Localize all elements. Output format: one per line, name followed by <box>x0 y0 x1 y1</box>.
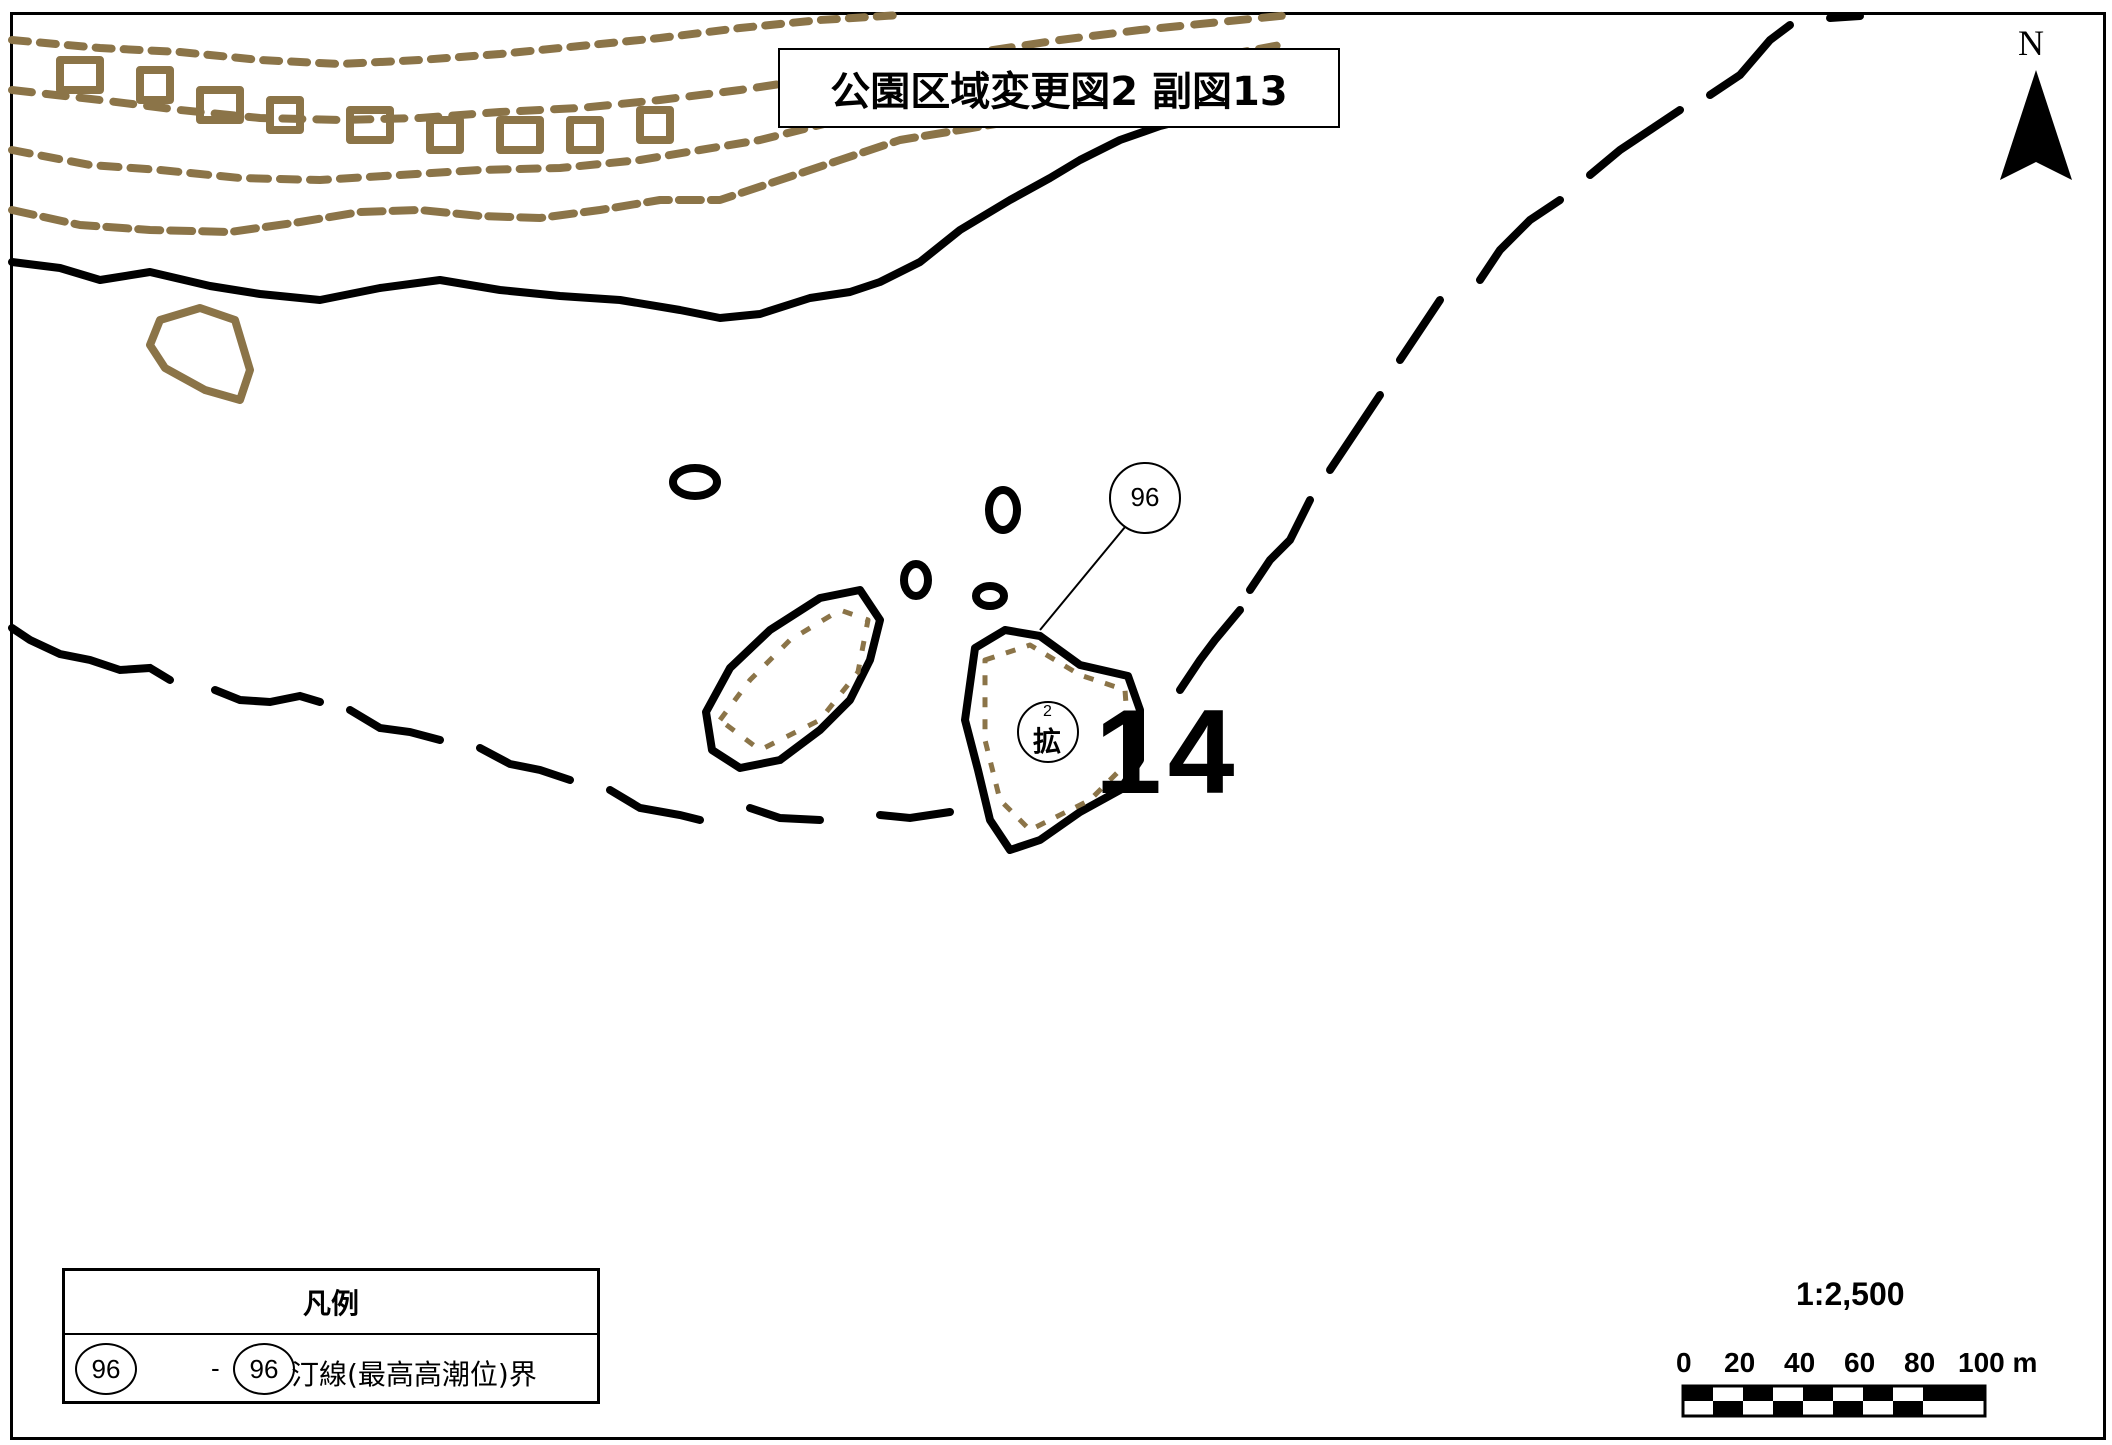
scale-ratio: 1:2,500 <box>1796 1276 1905 1312</box>
scale-tick-60: 60 <box>1844 1347 1876 1378</box>
offshore-rocks <box>669 464 1144 854</box>
callout-96-label: 96 <box>1130 482 1160 512</box>
legend-item: 96 - 96 汀線(最高高潮位)界 <box>65 1335 597 1403</box>
north-label: N <box>2018 23 2044 63</box>
legend-dash: - <box>211 1353 220 1383</box>
map-frame <box>10 12 2106 1440</box>
rock-1 <box>669 464 721 500</box>
island-west <box>702 586 884 772</box>
island-west-inner <box>717 607 871 753</box>
scale-tick-100m: 100 m <box>1958 1347 2038 1378</box>
mainland-coastline <box>8 112 1204 322</box>
rock-2 <box>985 486 1021 534</box>
legend-title: 凡例 <box>65 1271 597 1335</box>
callout-circle <box>1109 462 1181 534</box>
callout-96 <box>1039 462 1181 631</box>
contour-line-3 <box>8 11 1294 124</box>
scale-bar <box>1681 1384 1987 1418</box>
legend-symbol-end: 96 <box>233 1343 295 1395</box>
legend-item-label: 汀線(最高高潮位)界 <box>291 1358 537 1391</box>
scale-tick-40: 40 <box>1784 1347 1816 1378</box>
reef-line-east <box>1176 12 1864 694</box>
legend: 凡例 96 - 96 汀線(最高高潮位)界 <box>62 1268 600 1404</box>
land-patch-1 <box>56 56 674 154</box>
expansion-superscript: 2 <box>1043 703 1052 720</box>
scale-tick-20: 20 <box>1724 1347 1756 1378</box>
north-arrow <box>2000 70 2072 180</box>
area-number: 14 <box>1095 685 1241 819</box>
rock-3 <box>900 560 932 600</box>
rock-4 <box>972 582 1008 610</box>
legend-symbol-start: 96 <box>75 1343 137 1395</box>
scale-tick-80: 80 <box>1904 1347 1936 1378</box>
scale-tick-0: 0 <box>1676 1347 1692 1378</box>
islet-nw <box>146 304 254 404</box>
map-title: 公園区域変更図2 副図13 <box>778 48 1340 128</box>
expansion-marker <box>1017 701 1079 763</box>
island-east-inner <box>982 642 1133 833</box>
reef-line-south <box>8 624 954 824</box>
callout-leader <box>1039 526 1126 631</box>
expansion-label: 拡 <box>1033 725 1062 758</box>
contour-line-4 <box>8 11 904 68</box>
expansion-circle <box>1017 701 1079 763</box>
